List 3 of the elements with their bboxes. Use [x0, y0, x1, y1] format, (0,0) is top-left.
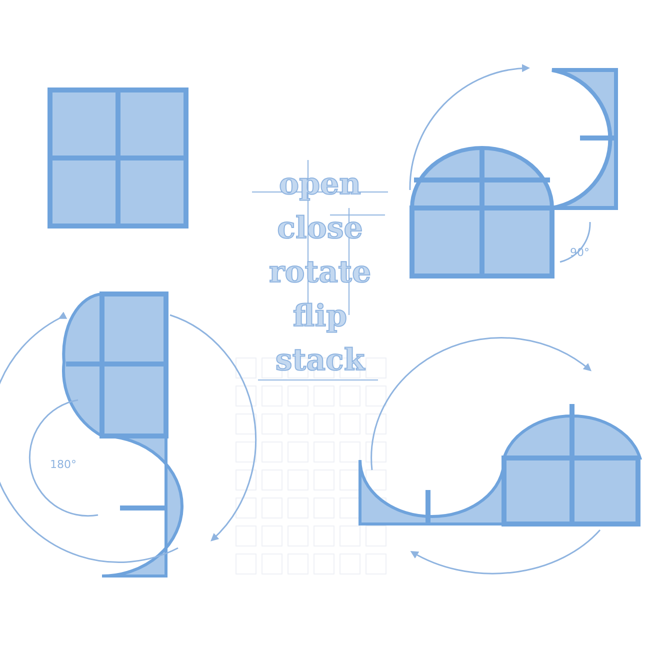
angle-label: 180°	[50, 458, 76, 471]
action-word: flip	[292, 300, 348, 334]
action-word: stack	[275, 344, 365, 378]
